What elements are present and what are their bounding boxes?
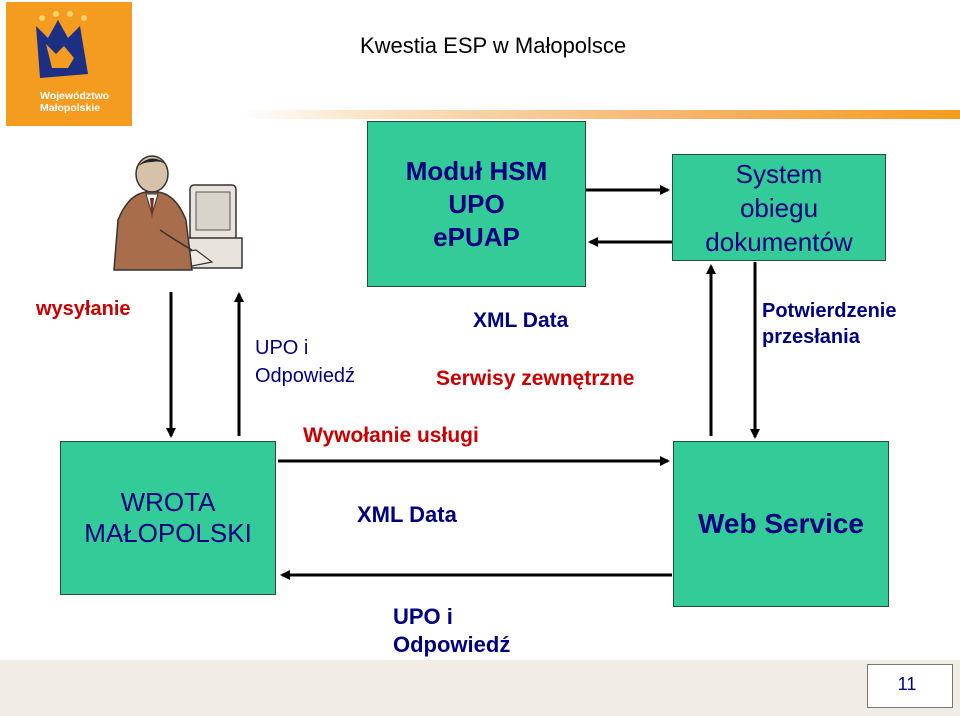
potwierdzenie-line-1: Potwierdzenie bbox=[762, 300, 897, 322]
system-line-2: obiegu bbox=[739, 192, 819, 223]
system-line-3: dokumentów bbox=[705, 226, 853, 257]
upo-bottom-line-2: Odpowiedź bbox=[393, 632, 511, 657]
web-service-label: Web Service bbox=[697, 508, 865, 539]
hsm-line-1: Moduł HSM bbox=[405, 155, 548, 186]
page-number: 11 bbox=[897, 674, 917, 694]
page-title: Kwestia ESP w Małopolsce bbox=[360, 33, 627, 58]
logo-text: Województwo Małopolskie bbox=[40, 90, 130, 114]
label-serwisy-zewnetrzne: Serwisy zewnętrzne bbox=[436, 367, 635, 390]
potwierdzenie-line-2: przesłania bbox=[762, 326, 860, 348]
label-wywolanie-uslugi: Wywołanie usługi bbox=[303, 424, 479, 447]
web-service-box: Web Service bbox=[673, 441, 889, 607]
label-potwierdzenie: Potwierdzenie przesłania bbox=[762, 298, 896, 350]
wrota-malopolski-box: WROTA MAŁOPOLSKI bbox=[60, 441, 276, 595]
document-system-box: System obiegu dokumentów bbox=[672, 154, 886, 261]
page-number-box bbox=[867, 664, 953, 708]
system-line-1: System bbox=[735, 158, 823, 189]
label-xml-data-middle: XML Data bbox=[357, 502, 457, 527]
upo-bottom-line-1: UPO i bbox=[393, 604, 453, 629]
upo-left-line-1: UPO i bbox=[255, 337, 309, 359]
wrota-line-1: WROTA bbox=[120, 487, 216, 517]
label-upo-odpowiedz-bottom: UPO i Odpowiedź bbox=[393, 603, 510, 659]
person-at-computer-icon bbox=[113, 155, 243, 271]
hsm-line-3: ePUAP bbox=[433, 221, 520, 252]
label-xml-data-top: XML Data bbox=[473, 309, 569, 332]
wrota-line-2: MAŁOPOLSKI bbox=[84, 518, 252, 548]
logo-line-1: Województwo bbox=[40, 90, 110, 102]
module-hsm-box: Moduł HSM UPO ePUAP bbox=[367, 121, 586, 287]
footer-band bbox=[0, 660, 960, 716]
upo-left-line-2: Odpowiedź bbox=[255, 365, 356, 387]
logo-wojewodztwo-malopolskie bbox=[6, 2, 132, 126]
logo-line-2: Małopolskie bbox=[40, 102, 101, 114]
logo-emblem-icon bbox=[6, 2, 132, 126]
label-upo-odpowiedz-left: UPO i Odpowiedź bbox=[255, 334, 355, 390]
hsm-line-2: UPO bbox=[448, 188, 505, 219]
header-divider bbox=[240, 110, 960, 119]
label-wysylanie: wysyłanie bbox=[36, 298, 131, 320]
